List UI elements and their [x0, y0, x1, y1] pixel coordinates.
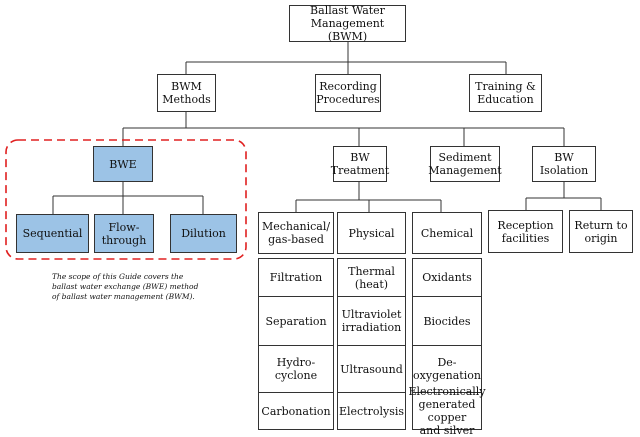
physical-items-column: Thermal (heat) Ultraviolet irradiation U… — [337, 258, 406, 430]
node-flow-through: Flow- through — [94, 214, 154, 253]
item-electronically-generated-copper-silver: Electronically generated copper and silv… — [408, 385, 486, 437]
item-electrolysis: Electrolysis — [338, 404, 405, 418]
node-return-to-origin: Return to origin — [569, 210, 633, 253]
node-dilution: Dilution — [170, 214, 237, 253]
root-node-bwm: Ballast Water Management (BWM) — [289, 4, 406, 43]
bwe-scope-highlight — [5, 139, 247, 260]
item-thermal-heat: Thermal (heat) — [338, 259, 405, 297]
scope-note: The scope of this Guide covers the balla… — [52, 272, 199, 301]
item-ultraviolet-irradiation: Ultraviolet irradiation — [338, 297, 405, 346]
node-sediment-management: Sediment Management — [428, 146, 502, 182]
item-filtration: Filtration — [259, 259, 333, 297]
item-carbonation: Carbonation — [261, 404, 331, 418]
mechanical-items-column: Filtration Separation Hydro- cyclone Car… — [258, 258, 334, 430]
node-sequential: Sequential — [16, 214, 89, 253]
item-ultrasound: Ultrasound — [338, 346, 405, 393]
node-mechanical-gas-based: Mechanical/ gas-based — [258, 212, 334, 254]
item-de-oxygenation: De- oxygenation — [413, 346, 481, 393]
node-bwm-methods: BWM Methods — [157, 74, 216, 112]
node-reception-facilities: Reception facilities — [488, 210, 563, 253]
node-bw-isolation: BW Isolation — [532, 146, 596, 182]
node-physical: Physical — [337, 212, 406, 254]
node-recording-procedures: Recording Procedures — [315, 74, 381, 112]
item-separation: Separation — [259, 297, 333, 346]
node-bw-treatment: BW Treatment — [331, 146, 389, 182]
item-oxidants: Oxidants — [413, 259, 481, 297]
chemical-items-column: Oxidants Biocides De- oxygenation Electr… — [408, 258, 486, 437]
item-hydro-cyclone: Hydro- cyclone — [259, 346, 333, 393]
node-training-education: Training & Education — [469, 74, 542, 112]
node-chemical: Chemical — [412, 212, 482, 254]
item-biocides: Biocides — [413, 297, 481, 346]
node-bwe: BWE — [93, 146, 153, 182]
